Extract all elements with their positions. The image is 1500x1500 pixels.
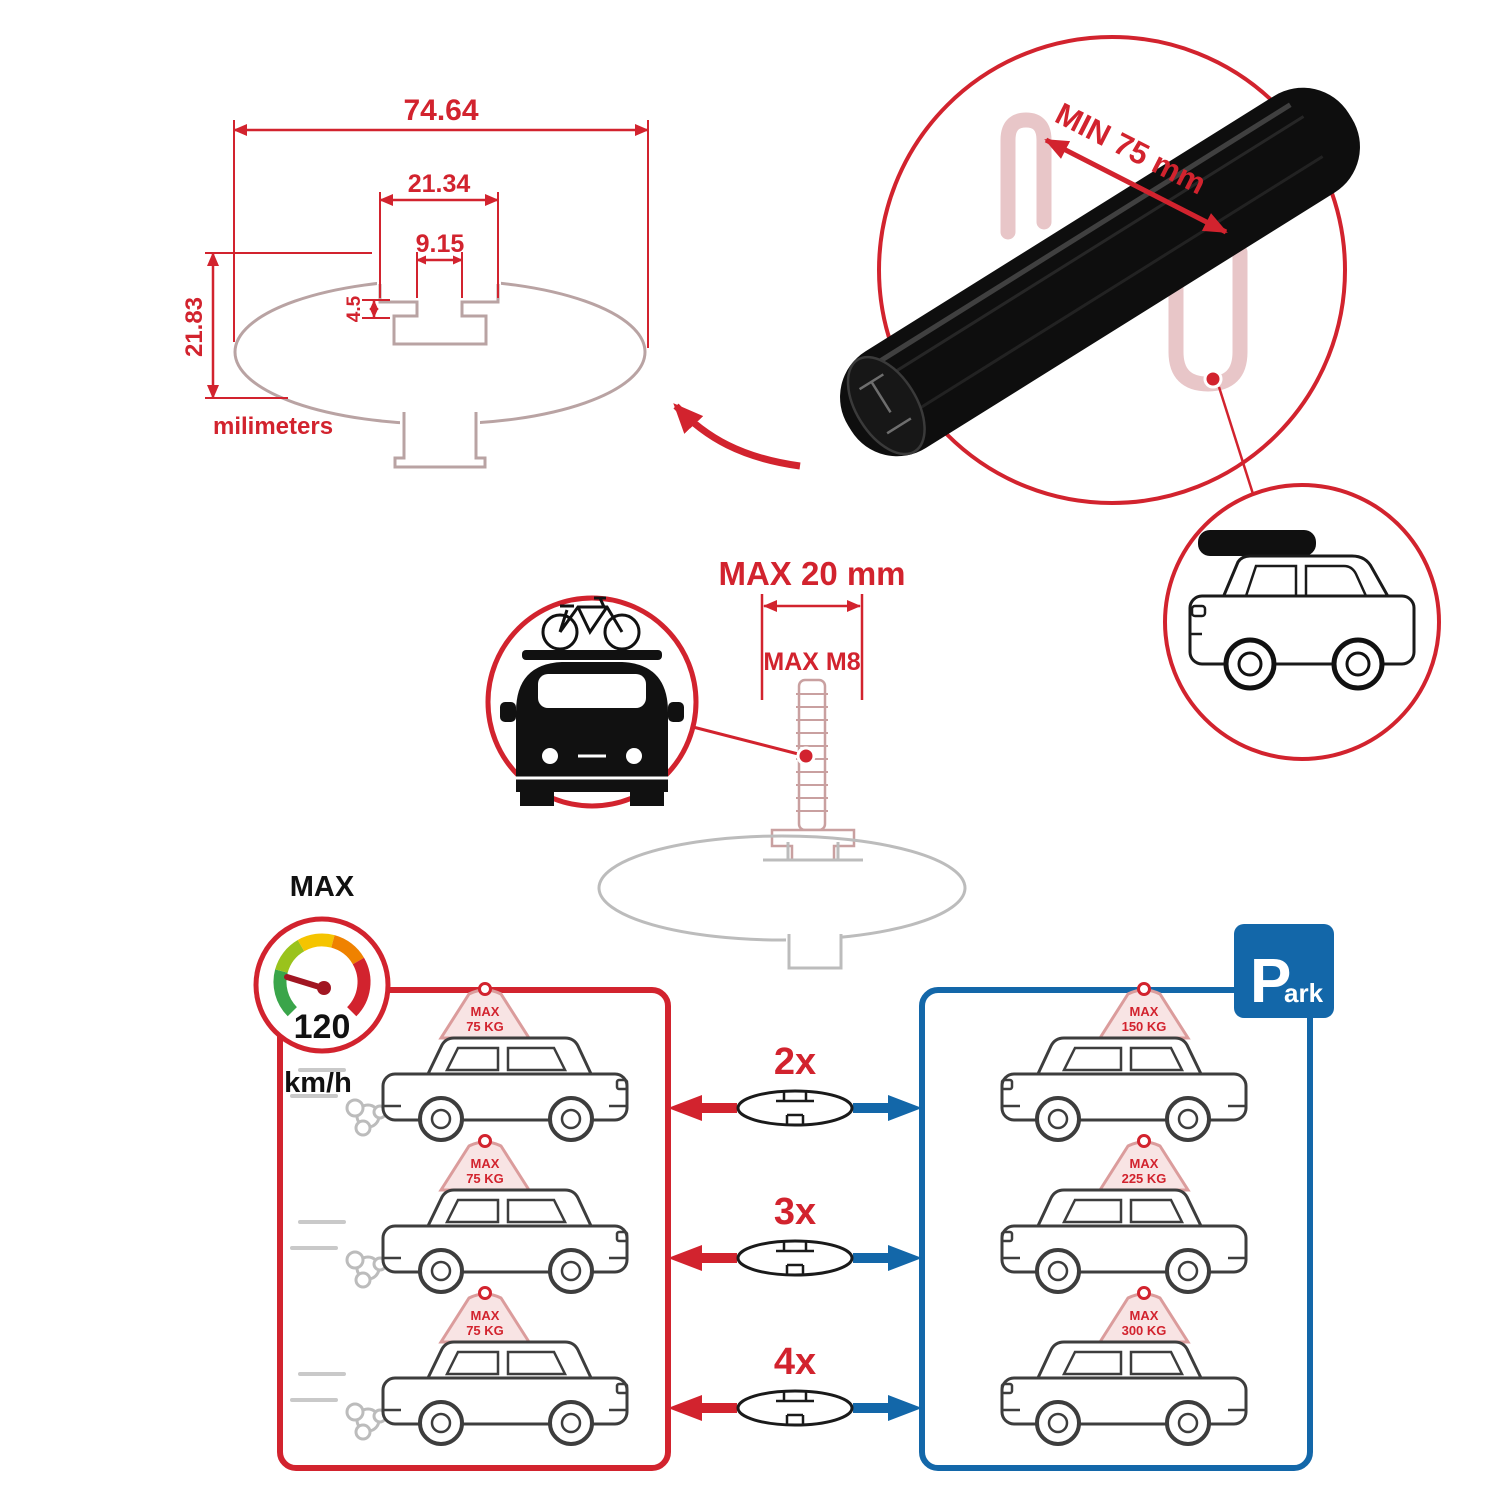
- dim-total-width: 74.64: [403, 94, 478, 127]
- bolt-locator-dot: [796, 746, 816, 766]
- cargo-max-label: MAX: [471, 1308, 500, 1323]
- driving-car-row-2: MAX 75 KG: [290, 1134, 629, 1294]
- cargo-max-label: MAX: [471, 1004, 500, 1019]
- crossbar-profile-icon: [736, 1239, 854, 1277]
- units-label: milimeters: [213, 413, 333, 440]
- gauge-arcs: [273, 933, 371, 1017]
- park-sign-p: P: [1250, 947, 1291, 1016]
- cargo-max-label: MAX: [1130, 1156, 1159, 1171]
- speed-max-label: MAX: [290, 871, 355, 903]
- bolt-max-length-label: MAX 20 mm: [718, 555, 905, 592]
- right-arrow-icon: [853, 1245, 922, 1271]
- left-arrow-icon: [668, 1095, 737, 1121]
- bike-icon: [541, 596, 641, 651]
- speed-units: km/h: [284, 1067, 352, 1099]
- park-sign: P ark: [1234, 924, 1334, 1018]
- pointer-arrow: [673, 403, 801, 470]
- driving-panel: [277, 987, 671, 1471]
- bolt-max-thread-label: MAX M8: [763, 648, 860, 676]
- bar-count-3x: 3x: [668, 1191, 922, 1277]
- crossbar-profile-drawing: [233, 266, 647, 469]
- threaded-bolt: [770, 678, 856, 862]
- cargo-max-label: MAX: [1130, 1308, 1159, 1323]
- dim-total-height: 21.83: [181, 297, 208, 357]
- cargo-load-label: 75 KG: [466, 1019, 504, 1034]
- left-arrow-icon: [668, 1245, 737, 1271]
- profile-dimension-diagram: 74.64 21.34 9.15 4.5 21.83 milimeters: [181, 94, 801, 470]
- parked-car-row-2: MAX 225 KG: [1000, 1134, 1248, 1294]
- bar-count-2x: 2x: [668, 1041, 922, 1127]
- gauge-pivot: [317, 981, 331, 995]
- roofbox-suv-icon: [1188, 530, 1416, 691]
- driving-car-row-1: MAX 75 KG: [290, 982, 629, 1142]
- crossbar-profile-icon: [736, 1389, 854, 1427]
- leader-line: [1217, 386, 1255, 495]
- crossbar-zoom-circle: MIN 75 mm: [840, 35, 1360, 505]
- speed-value: 120: [294, 1008, 351, 1046]
- car-front-icon: [500, 650, 684, 806]
- parked-panel: [919, 987, 1313, 1471]
- bar-count-column: 2x 3x 4x: [668, 1041, 922, 1427]
- bolt-dimension-lines: [760, 594, 864, 700]
- bar-count-4x: 4x: [668, 1341, 922, 1427]
- parked-cars: MAX 150 KG MAX 225 KG MAX 300 KG: [1000, 982, 1248, 1446]
- cargo-max-label: MAX: [1130, 1004, 1159, 1019]
- park-sign-ark: ark: [1284, 978, 1324, 1008]
- dim-channel-width: 21.34: [408, 170, 471, 198]
- parked-car-row-3: MAX 300 KG: [1000, 1286, 1248, 1446]
- cargo-load-label: 225 KG: [1122, 1171, 1167, 1186]
- dim-slot-width: 9.15: [416, 230, 465, 258]
- bolt-diagram: MAX 20 mm MAX M8: [597, 555, 967, 970]
- crossbar-3d: [840, 87, 1360, 457]
- driving-cars: MAX 75 KG MAX 75 KG MAX 75 KG: [290, 982, 629, 1446]
- right-arrow-icon: [853, 1395, 922, 1421]
- dim-lip-depth: 4.5: [344, 295, 365, 322]
- count-label: 3x: [774, 1191, 816, 1233]
- cargo-load-label: 300 KG: [1122, 1323, 1167, 1338]
- dimension-lines: [205, 120, 649, 399]
- right-arrow-icon: [853, 1095, 922, 1121]
- bike-car-circle: [485, 595, 699, 809]
- locator-dot: [1203, 369, 1223, 389]
- speed-gauge: MAX 120 km/h: [253, 871, 391, 1099]
- bolt-leader-line: [692, 725, 807, 758]
- count-label: 4x: [774, 1341, 816, 1383]
- cargo-load-label: 75 KG: [466, 1323, 504, 1338]
- count-label: 2x: [774, 1041, 816, 1083]
- parked-car-row-1: MAX 150 KG: [1000, 982, 1248, 1142]
- left-arrow-icon: [668, 1395, 737, 1421]
- cargo-load-label: 75 KG: [466, 1171, 504, 1186]
- driving-car-row-3: MAX 75 KG: [290, 1286, 629, 1446]
- min-span-arrow: [1044, 137, 1228, 235]
- profile-ghost: [597, 834, 967, 970]
- cargo-max-label: MAX: [471, 1156, 500, 1171]
- roofbox-suv-circle: [1163, 483, 1441, 761]
- crossbar-profile-icon: [736, 1089, 854, 1127]
- cargo-load-label: 150 KG: [1122, 1019, 1167, 1034]
